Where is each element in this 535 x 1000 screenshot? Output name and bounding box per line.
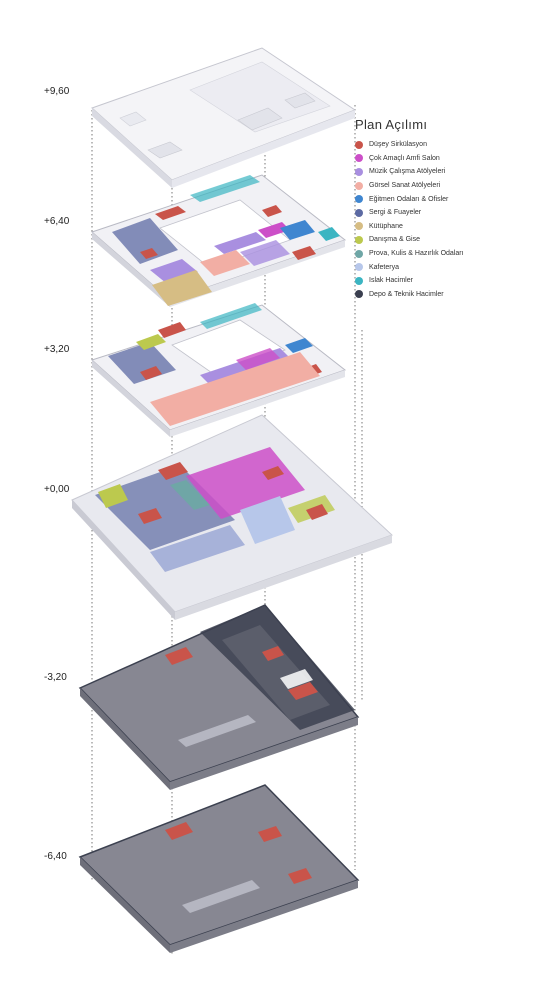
legend-color-dot (355, 208, 363, 217)
legend-label: Müzik Çalışma Atölyeleri (369, 168, 446, 176)
legend-color-dot (355, 263, 363, 272)
floor-plan-plus-0-00 (71, 414, 393, 620)
legend-item: Depo & Teknik Hacimler (355, 288, 533, 302)
legend-color-dot (355, 140, 363, 149)
legend-label: Prova, Kulis & Hazırlık Odaları (369, 250, 464, 258)
legend-item: Prova, Kulis & Hazırlık Odaları (355, 247, 533, 261)
legend-item: Eğitmen Odaları & Ofisler (355, 192, 533, 206)
legend-item: Görsel Sanat Atölyeleri (355, 179, 533, 193)
level-label-minus-6-40: -6,40 (44, 851, 67, 862)
legend-color-dot (355, 249, 363, 258)
legend-label: Kütüphane (369, 222, 403, 230)
legend-color-dot (355, 235, 363, 244)
legend-label: Sergi & Fuayeler (369, 209, 422, 217)
legend-title: Plan Açılımı (355, 117, 428, 132)
legend-item: Danışma & Gise (355, 233, 533, 247)
basement-plan-minus-6-40 (78, 784, 360, 953)
floor-plan-plus-6-40 (91, 174, 347, 307)
legend-label: Çok Amaçlı Amfi Salon (369, 154, 440, 162)
legend-color-dot (355, 222, 363, 231)
roof-plan-level (91, 47, 357, 188)
legend-color-dot (355, 276, 363, 285)
legend-item: Müzik Çalışma Atölyeleri (355, 165, 533, 179)
legend-color-dot (355, 167, 363, 176)
legend-label: Kafeterya (369, 263, 399, 271)
legend-item: Kütüphane (355, 220, 533, 234)
legend-label: Islak Hacimler (369, 277, 413, 285)
floor-plan-plus-3-20 (91, 303, 347, 437)
legend-label: Danışma & Gise (369, 236, 420, 244)
level-label-minus-3-20: -3,20 (44, 672, 67, 683)
legend-color-dot (355, 290, 363, 299)
legend-item: Düşey Sirkülasyon (355, 138, 533, 152)
legend-label: Eğitmen Odaları & Ofisler (369, 195, 449, 203)
legend-item: Kafeterya (355, 260, 533, 274)
legend-item: Çok Amaçlı Amfi Salon (355, 152, 533, 166)
level-label-plus-6-40: +6,40 (44, 216, 70, 227)
legend-label: Düşey Sirkülasyon (369, 141, 427, 149)
legend-color-dot (355, 154, 363, 163)
legend-label: Depo & Teknik Hacimler (369, 290, 444, 298)
legend-item: Sergi & Fuayeler (355, 206, 533, 220)
level-label-plus-3-20: +3,20 (44, 344, 70, 355)
legend-color-dot (355, 195, 363, 204)
legend-label: Görsel Sanat Atölyeleri (369, 182, 441, 190)
level-label-plus-9-60: +9,60 (44, 86, 70, 97)
legend-item: Islak Hacimler (355, 274, 533, 288)
legend-color-dot (355, 181, 363, 190)
level-label-plus-0-00: +0,00 (44, 484, 70, 495)
basement-plan-minus-3-20 (78, 604, 360, 790)
